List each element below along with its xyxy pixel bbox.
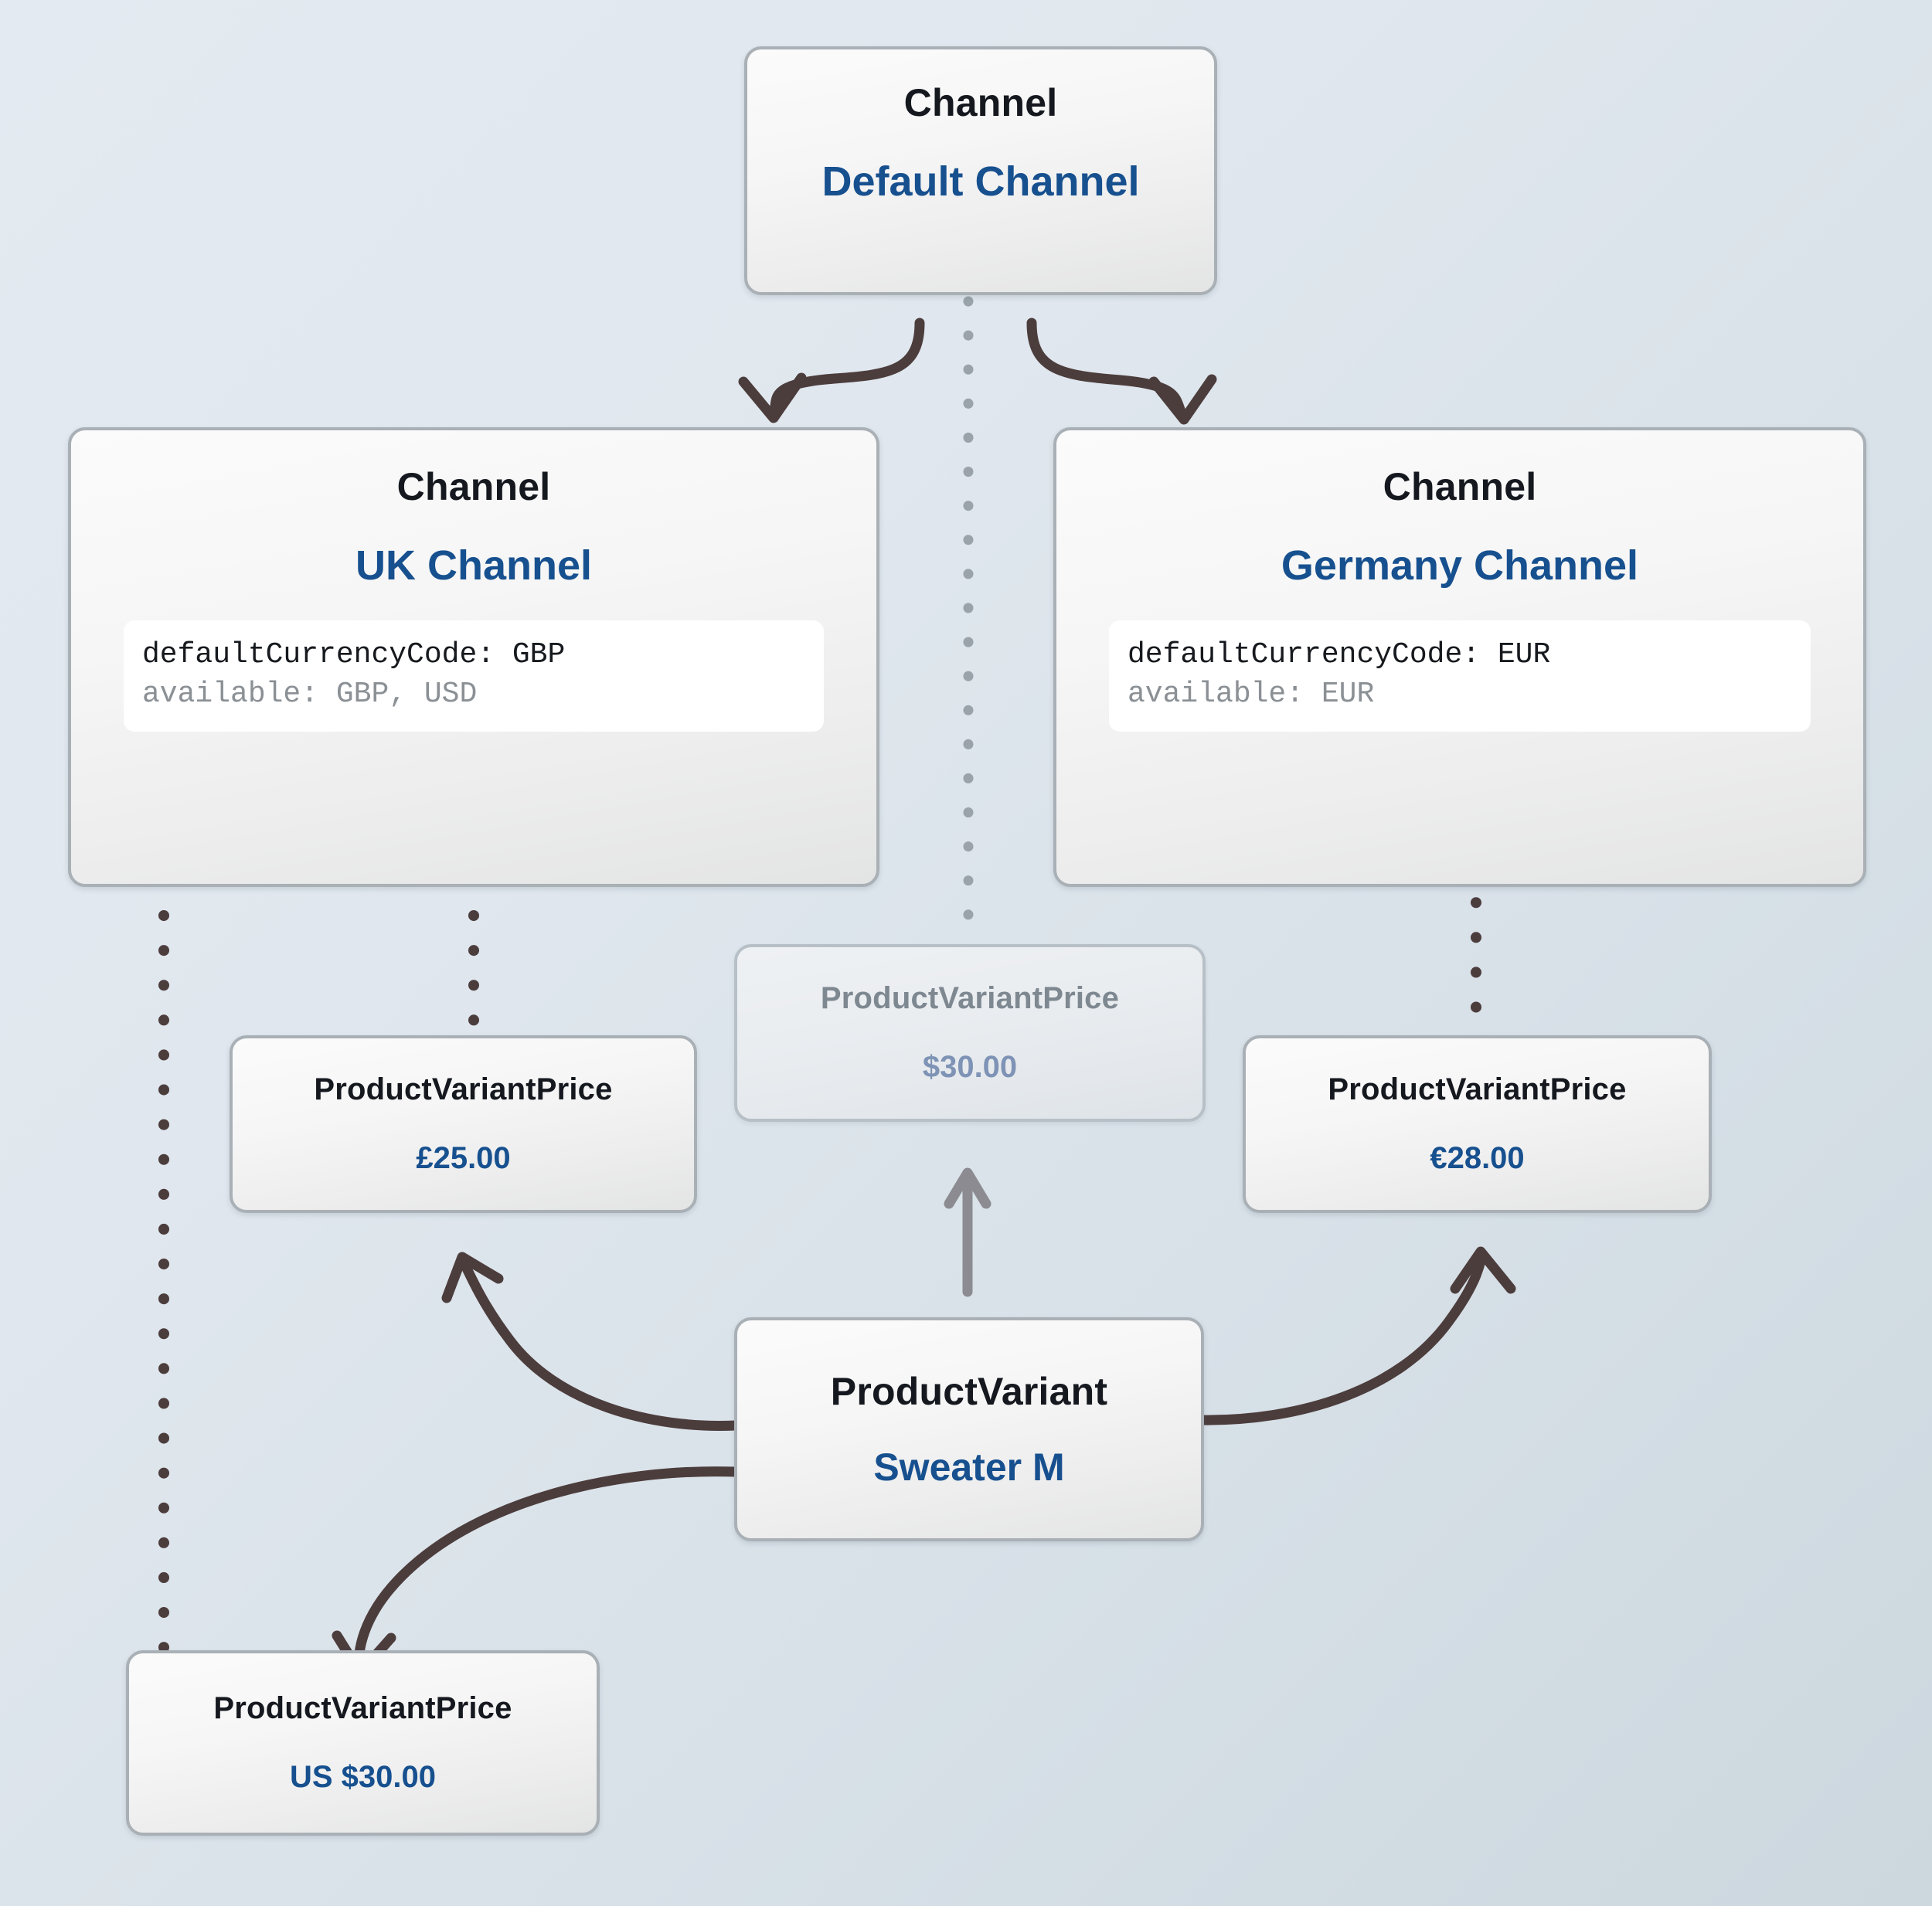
node-price-label: $30.00 bbox=[922, 1050, 1018, 1084]
uk-channel-properties: defaultCurrencyCode: GBP available: GBP,… bbox=[124, 620, 824, 732]
edge-default-to-uk bbox=[738, 318, 925, 423]
default-currency-code-value: defaultCurrencyCode: EUR bbox=[1128, 638, 1551, 671]
node-product-variant-price-us-dollar[interactable]: ProductVariantPrice US $30.00 bbox=[126, 1650, 600, 1836]
germany-channel-properties: defaultCurrencyCode: EUR available: EUR bbox=[1109, 620, 1811, 732]
node-product-variant-price-eur[interactable]: ProductVariantPrice €28.00 bbox=[1243, 1035, 1712, 1213]
available-currencies-value: available: EUR bbox=[1128, 677, 1375, 711]
node-price-label: £25.00 bbox=[416, 1141, 511, 1175]
node-default-channel[interactable]: Channel Default Channel bbox=[744, 46, 1217, 295]
node-product-variant-price-gbp[interactable]: ProductVariantPrice £25.00 bbox=[230, 1035, 697, 1213]
node-type-label: Channel bbox=[396, 465, 551, 508]
default-currency-code-value: defaultCurrencyCode: GBP bbox=[142, 638, 566, 671]
node-name-label: Default Channel bbox=[821, 158, 1140, 205]
edge-variant-to-gbp-price bbox=[441, 1252, 741, 1431]
node-type-label: ProductVariantPrice bbox=[213, 1691, 512, 1725]
node-type-label: ProductVariantPrice bbox=[314, 1072, 613, 1106]
node-name-label: Germany Channel bbox=[1281, 542, 1639, 589]
edge-variant-to-center-price bbox=[944, 1167, 992, 1297]
node-type-label: ProductVariantPrice bbox=[820, 981, 1120, 1015]
available-currencies-value: available: GBP, USD bbox=[142, 677, 478, 711]
node-price-label: €28.00 bbox=[1430, 1141, 1525, 1175]
node-type-label: Channel bbox=[903, 81, 1058, 124]
node-product-variant-price-usd-center[interactable]: ProductVariantPrice $30.00 bbox=[734, 944, 1206, 1122]
node-type-label: Channel bbox=[1383, 465, 1537, 508]
node-product-variant[interactable]: ProductVariant Sweater M bbox=[734, 1317, 1204, 1541]
node-name-label: Sweater M bbox=[873, 1446, 1065, 1489]
edge-variant-to-eur-price bbox=[1195, 1246, 1516, 1425]
node-price-label: US $30.00 bbox=[289, 1760, 437, 1794]
node-uk-channel[interactable]: Channel UK Channel defaultCurrencyCode: … bbox=[68, 427, 879, 887]
edge-default-to-germany bbox=[1026, 318, 1217, 425]
node-name-label: UK Channel bbox=[355, 542, 593, 589]
node-type-label: ProductVariant bbox=[830, 1370, 1108, 1413]
node-type-label: ProductVariantPrice bbox=[1328, 1072, 1627, 1106]
node-germany-channel[interactable]: Channel Germany Channel defaultCurrencyC… bbox=[1053, 427, 1866, 887]
edge-variant-to-usd-price bbox=[332, 1466, 741, 1678]
